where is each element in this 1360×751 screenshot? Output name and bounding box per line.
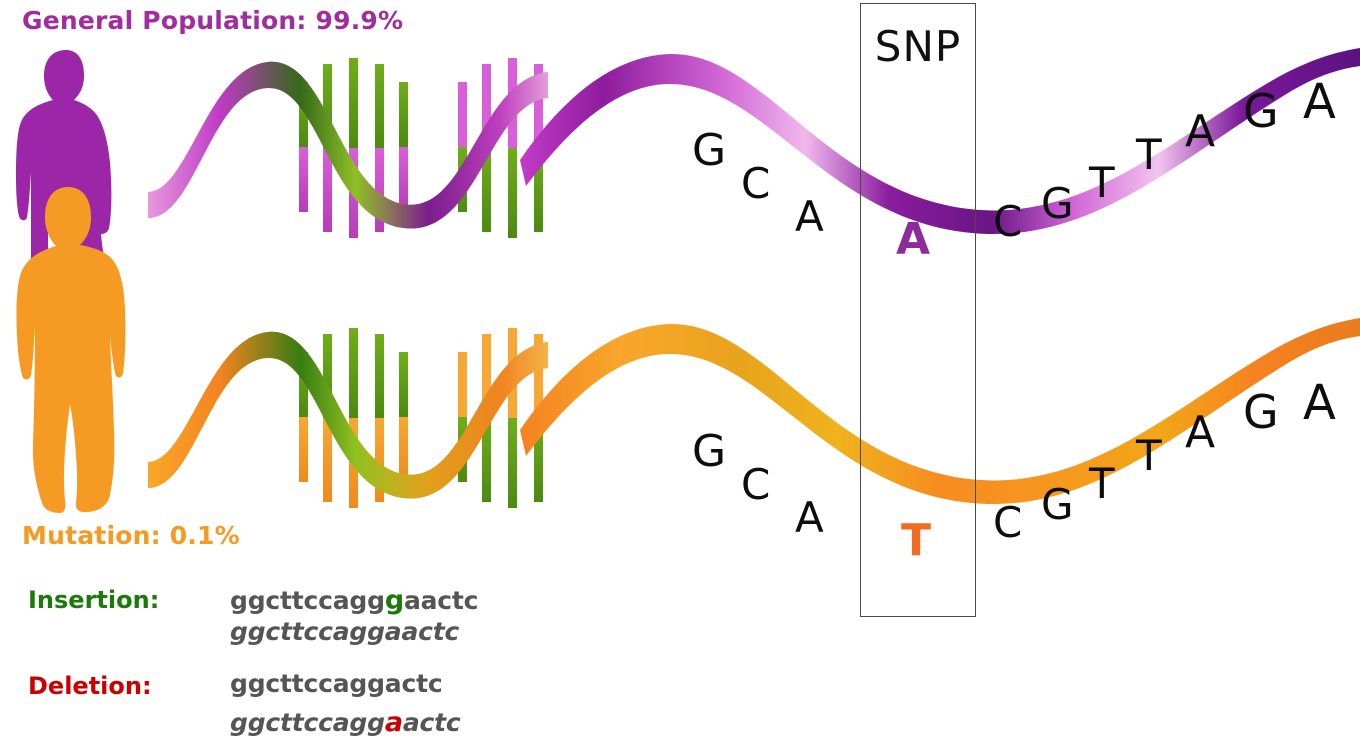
dna-ribbon-general-population (520, 40, 1360, 260)
nucleotide-letter: C (741, 159, 771, 208)
nucleotide-letter: T (1136, 130, 1162, 179)
deletion-label: Deletion: (28, 672, 152, 700)
nucleotide-letter: G (1243, 385, 1279, 439)
deletion-sequence-variant: ggcttccaggaactc (230, 707, 461, 738)
nucleotide-letter: A (1303, 375, 1336, 431)
insertion-sequence-variant: ggcttccaggaactc (230, 617, 460, 646)
deletion-seq-suffix: actc (402, 708, 461, 737)
insertion-label: Insertion: (28, 586, 160, 614)
dna-helix-mutation (148, 312, 548, 508)
deletion-seq-prefix: ggcttccagg (230, 708, 385, 737)
deletion-deleted-base: a (384, 707, 403, 738)
general-population-label: General Population: 99.9% (22, 6, 404, 35)
mutation-label: Mutation: 0.1% (22, 521, 240, 550)
nucleotide-letter: G (692, 125, 727, 176)
person-silhouette-mutation (8, 185, 128, 515)
nucleotide-letter: A (1185, 407, 1216, 458)
snp-base-mutation: T (901, 515, 932, 566)
insertion-inserted-base: g (384, 585, 404, 616)
insertion-seq-suffix: aactc (403, 586, 479, 615)
dna-ribbon-mutation (520, 310, 1360, 530)
dna-helix-general-population (148, 42, 548, 238)
nucleotide-letter: C (993, 498, 1023, 547)
snp-base-general-population: A (896, 214, 931, 265)
nucleotide-letter: G (1243, 84, 1279, 138)
nucleotide-letter: T (1136, 431, 1162, 480)
insertion-seq-prefix: ggcttccagg (230, 586, 385, 615)
snp-highlight-box (860, 3, 976, 617)
nucleotide-letter: A (1303, 74, 1336, 130)
nucleotide-letter: C (741, 460, 771, 509)
nucleotide-letter: G (692, 426, 727, 477)
nucleotide-letter: T (1089, 459, 1115, 508)
snp-box-title: SNP (874, 22, 962, 71)
nucleotide-letter: T (1089, 158, 1115, 207)
deletion-sequence-reference: ggcttccaggactc (230, 669, 443, 698)
nucleotide-letter: A (795, 493, 824, 542)
nucleotide-letter: C (993, 197, 1023, 246)
nucleotide-letter: A (795, 192, 824, 241)
nucleotide-letter: A (1185, 106, 1216, 157)
insertion-sequence-reference: ggcttccagggaactc (230, 585, 478, 616)
nucleotide-letter: G (1041, 179, 1074, 228)
nucleotide-letter: G (1041, 480, 1074, 529)
